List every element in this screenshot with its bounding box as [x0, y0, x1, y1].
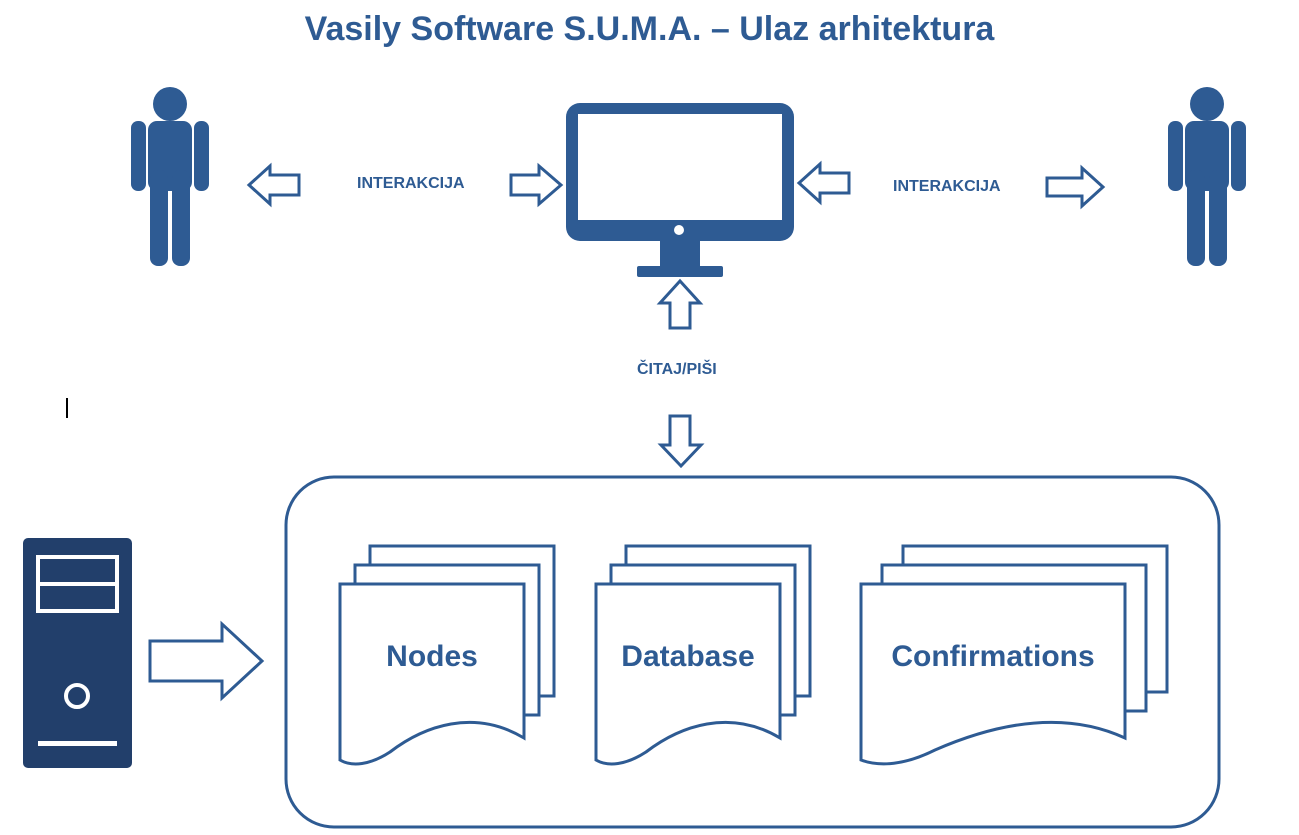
- document-label-confirmations: Confirmations: [891, 640, 1095, 673]
- left-user-icon: [131, 87, 209, 266]
- arrow-icon-up-to-monitor: [656, 278, 704, 330]
- document-stack-icon-confirmations: [859, 544, 1169, 766]
- monitor-icon: [566, 103, 794, 277]
- arrow-icon-down-to-storage: [657, 414, 705, 469]
- arrow-icon-to-right-user: [1045, 164, 1106, 210]
- read-write-label: ČITAJ/PIŠI: [637, 361, 717, 378]
- arrow-icon-left-to-user: [246, 162, 301, 208]
- text-cursor: [66, 398, 68, 418]
- arrow-icon-into-monitor-left: [509, 162, 564, 208]
- document-stack-icon-nodes: [338, 544, 556, 766]
- document-label-database: Database: [621, 640, 755, 673]
- left-interaction-label: INTERAKCIJA: [357, 175, 465, 192]
- right-user-icon: [1168, 87, 1246, 266]
- document-label-nodes: Nodes: [386, 640, 478, 673]
- arrow-icon-server-to-storage: [148, 620, 265, 702]
- arrow-icon-into-monitor-right: [796, 160, 851, 206]
- right-interaction-label: INTERAKCIJA: [893, 178, 1001, 195]
- document-stack-icon-database: [594, 544, 812, 766]
- server-icon: [23, 538, 132, 768]
- diagram-title: Vasily Software S.U.M.A. – Ulaz arhitekt…: [304, 10, 995, 48]
